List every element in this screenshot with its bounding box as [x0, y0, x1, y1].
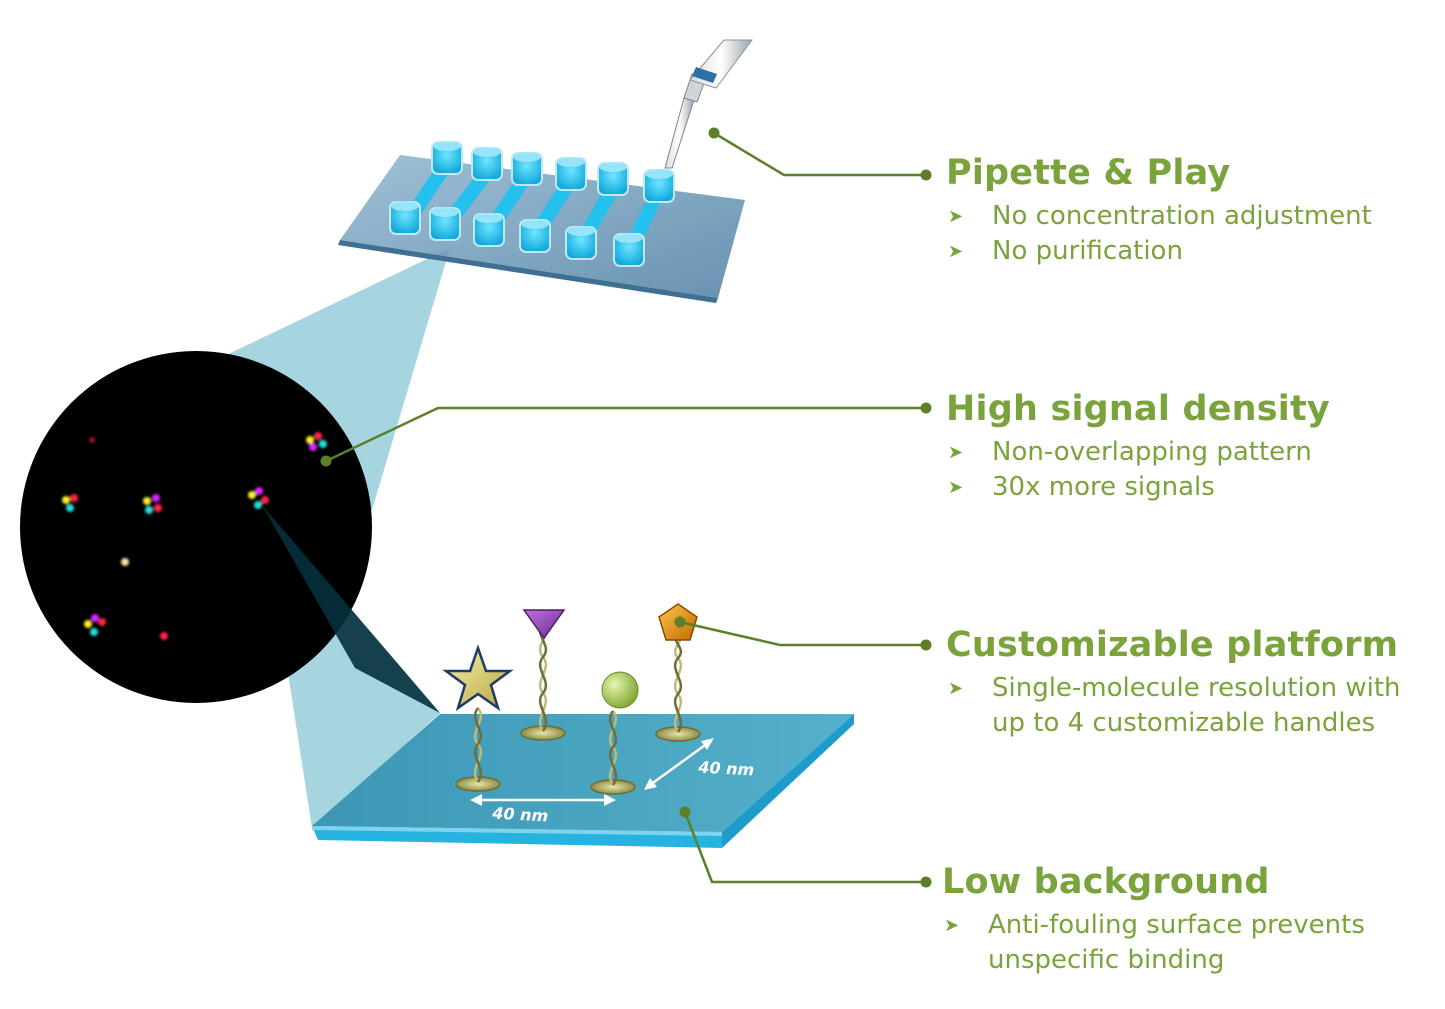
- chip-icon: [338, 141, 745, 303]
- connector-dots: [320, 127, 932, 888]
- anchor-pads: [455, 725, 701, 795]
- feature-high-signal-density: High signal density ➤Non-overlapping pat…: [946, 389, 1330, 505]
- bullet-arrow-icon: ➤: [948, 442, 964, 463]
- feature-title: Customizable platform: [946, 625, 1399, 665]
- bullet-arrow-icon: ➤: [948, 241, 964, 262]
- feature-title: High signal density: [946, 389, 1330, 429]
- dimension-label-horizontal: 40 nm: [491, 804, 549, 826]
- feature-title: Pipette & Play: [946, 153, 1231, 193]
- connector-lines: [325, 131, 925, 884]
- feature-bullet: ➤30x more signals: [946, 470, 1330, 505]
- feature-customizable-platform: Customizable platform ➤Single-molecule r…: [946, 625, 1401, 741]
- feature-bullet: ➤No concentration adjustment: [946, 199, 1372, 234]
- bullet-arrow-icon: ➤: [948, 206, 964, 227]
- bullet-arrow-icon: ➤: [948, 477, 964, 498]
- pipette-icon: [664, 39, 753, 169]
- feature-pipette-play: Pipette & Play ➤No concentration adjustm…: [946, 153, 1372, 269]
- bullet-arrow-icon: ➤: [944, 915, 960, 936]
- sphere-icon: [601, 671, 639, 709]
- feature-title: Low background: [942, 862, 1270, 902]
- dimension-label-diagonal: 40 nm: [697, 758, 755, 780]
- star-icon: [442, 644, 514, 712]
- feature-low-background: Low background ➤Anti-fouling surface pre…: [942, 862, 1365, 978]
- dimension-arrows: [470, 738, 714, 806]
- feature-bullet: ➤Non-overlapping pattern: [946, 435, 1330, 470]
- bullet-arrow-icon: ➤: [948, 678, 964, 699]
- surface-slab: [312, 714, 854, 848]
- triangle-icon: [522, 609, 566, 640]
- feature-bullet: ➤No purification: [946, 234, 1372, 269]
- microscope-view-icon: [20, 351, 440, 713]
- dna-linkers: [473, 624, 683, 786]
- zoom-cone-upper: [195, 248, 450, 510]
